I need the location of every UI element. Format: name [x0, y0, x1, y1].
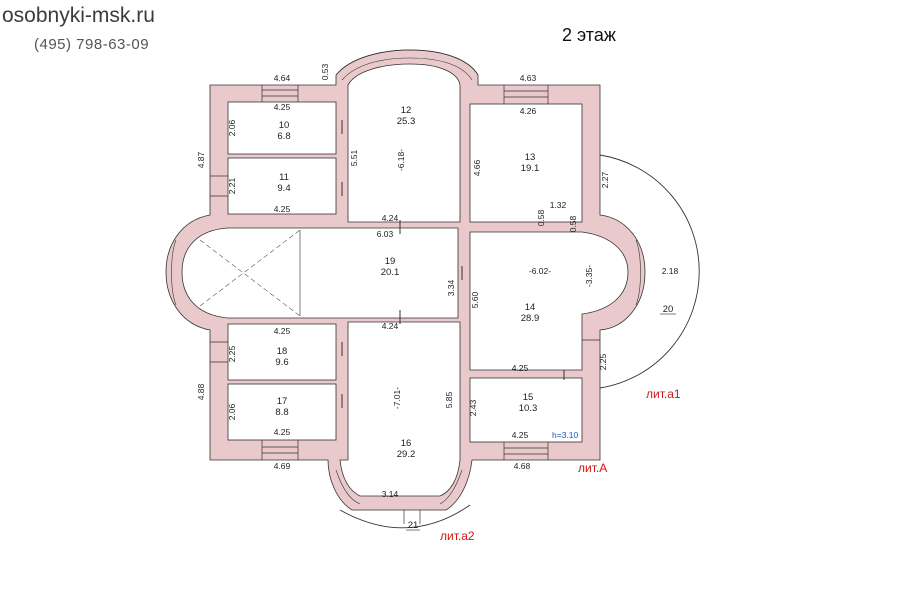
- ceiling-height: h=3.10: [552, 430, 579, 440]
- room-17-area: 8.8: [275, 407, 288, 418]
- dim-4-24-bot: 4.24: [382, 321, 399, 331]
- dim-4-88: 4.88: [196, 383, 206, 400]
- dim-4-26: 4.26: [520, 106, 537, 116]
- dim-0-58-b: 0.58: [568, 215, 578, 232]
- room-19-area: 20.1: [381, 267, 400, 278]
- room-12: [347, 63, 461, 223]
- room-11-number: 11: [279, 172, 289, 183]
- room-10-area: 6.8: [277, 131, 290, 142]
- room-12-area: 25.3: [397, 116, 416, 127]
- dim-1-32: 1.32: [550, 200, 567, 210]
- dim-2-18: 2.18: [662, 266, 679, 276]
- room-18: [227, 323, 337, 381]
- room-13-number: 13: [525, 152, 536, 163]
- room-10-number: 10: [279, 120, 290, 131]
- room-13-area: 19.1: [521, 163, 540, 174]
- dim-0-58-a: 0.58: [536, 209, 546, 226]
- room-16: [339, 321, 461, 497]
- dim-3-35: -3.35-: [584, 265, 594, 287]
- dim-4-68: 4.68: [514, 461, 531, 471]
- room-15: [469, 377, 583, 443]
- room-19: [181, 227, 459, 319]
- dim-5-60: 5.60: [470, 291, 480, 308]
- room-11: [227, 157, 337, 215]
- dim-4-69: 4.69: [274, 461, 291, 471]
- dim-4-25-r17: 4.25: [274, 427, 291, 437]
- dim-7-01: -7.01-: [392, 387, 402, 409]
- room-17-number: 17: [277, 396, 288, 407]
- room-20-number: 20: [663, 304, 674, 315]
- phone-number: (495) 798-63-09: [34, 36, 150, 53]
- dim-4-87: 4.87: [196, 151, 206, 168]
- room-17: [227, 383, 337, 441]
- dim-4-24-top: 4.24: [382, 213, 399, 223]
- label-lit-A: лит.А: [578, 461, 607, 475]
- room-13: [469, 103, 583, 223]
- room-12-number: 12: [401, 105, 412, 116]
- dim-4-25-r14: 4.25: [512, 363, 529, 373]
- room-16-number: 16: [401, 438, 412, 449]
- room-14-area: 28.9: [521, 313, 540, 324]
- dim-2-25-left: 2.25: [227, 345, 237, 362]
- dim-0-53: 0.53: [320, 63, 330, 80]
- room-14-number: 14: [525, 302, 536, 313]
- room-18-number: 18: [277, 346, 288, 357]
- room-14: [469, 231, 629, 371]
- dim-6-03: 6.03: [377, 229, 394, 239]
- room-11-area: 9.4: [277, 183, 290, 194]
- dim-2-21: 2.21: [227, 177, 237, 194]
- room-18-area: 9.6: [275, 357, 288, 368]
- dim-2-43: 2.43: [468, 399, 478, 416]
- room-19-number: 19: [385, 256, 396, 267]
- dim-4-25-top: 4.25: [274, 102, 291, 112]
- dim-3-34: 3.34: [446, 279, 456, 296]
- dim-4-25-r18: 4.25: [274, 326, 291, 336]
- room-10: [227, 101, 337, 155]
- dim-5-51: 5.51: [349, 149, 359, 166]
- dim-4-25-r11: 4.25: [274, 204, 291, 214]
- dim-2-25-right: 2.25: [598, 353, 608, 370]
- label-lit-a1: лит.а1: [646, 387, 681, 401]
- site-url: osobnyki-msk.ru: [2, 4, 155, 27]
- dim-2-06-bot: 2.06: [227, 403, 237, 420]
- dim-4-66: 4.66: [472, 159, 482, 176]
- dim-6-02: -6.02-: [529, 266, 551, 276]
- dim-3-14: 3.14: [382, 489, 399, 499]
- dim-4-25-r15: 4.25: [512, 430, 529, 440]
- room-16-area: 29.2: [397, 449, 416, 460]
- dim-2-27: 2.27: [600, 171, 610, 188]
- room-15-number: 15: [523, 392, 534, 403]
- room-21-number: 21: [408, 520, 419, 531]
- room-15-area: 10.3: [519, 403, 538, 414]
- dim-5-85: 5.85: [444, 391, 454, 408]
- label-lit-a2: лит.а2: [440, 529, 475, 543]
- dim-6-18: -6.18-: [396, 149, 406, 171]
- dim-2-06-top: 2.06: [227, 119, 237, 136]
- floor-title: 2 этаж: [562, 25, 616, 45]
- balcony-21-outline: [339, 504, 471, 529]
- dim-4-64: 4.64: [274, 73, 291, 83]
- dim-4-63: 4.63: [520, 73, 537, 83]
- balcony-20-outline: [599, 154, 700, 389]
